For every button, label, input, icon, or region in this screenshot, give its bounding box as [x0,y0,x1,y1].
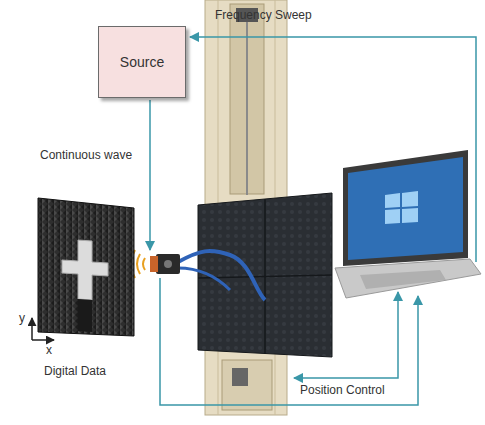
signal-wires [150,37,476,405]
signal-label: Digital Data [44,364,106,378]
axis-label: x [46,343,52,357]
signal-label: Frequency Sweep [215,8,312,22]
probe [150,251,265,300]
continuous-wave-wire [149,100,151,250]
box-label: Source [120,54,164,70]
position-control-wire [294,292,398,378]
target-panel [38,198,134,336]
signal-label: Position Control [300,383,385,397]
digital-data-wire [160,278,418,405]
source-box: Source [98,26,186,98]
absorber-panel [198,193,332,357]
axis-label: y [19,311,25,325]
frequency-sweep-wire [190,37,476,262]
signal-label: Continuous wave [40,148,132,162]
laptop [335,150,481,298]
axes [32,318,54,340]
